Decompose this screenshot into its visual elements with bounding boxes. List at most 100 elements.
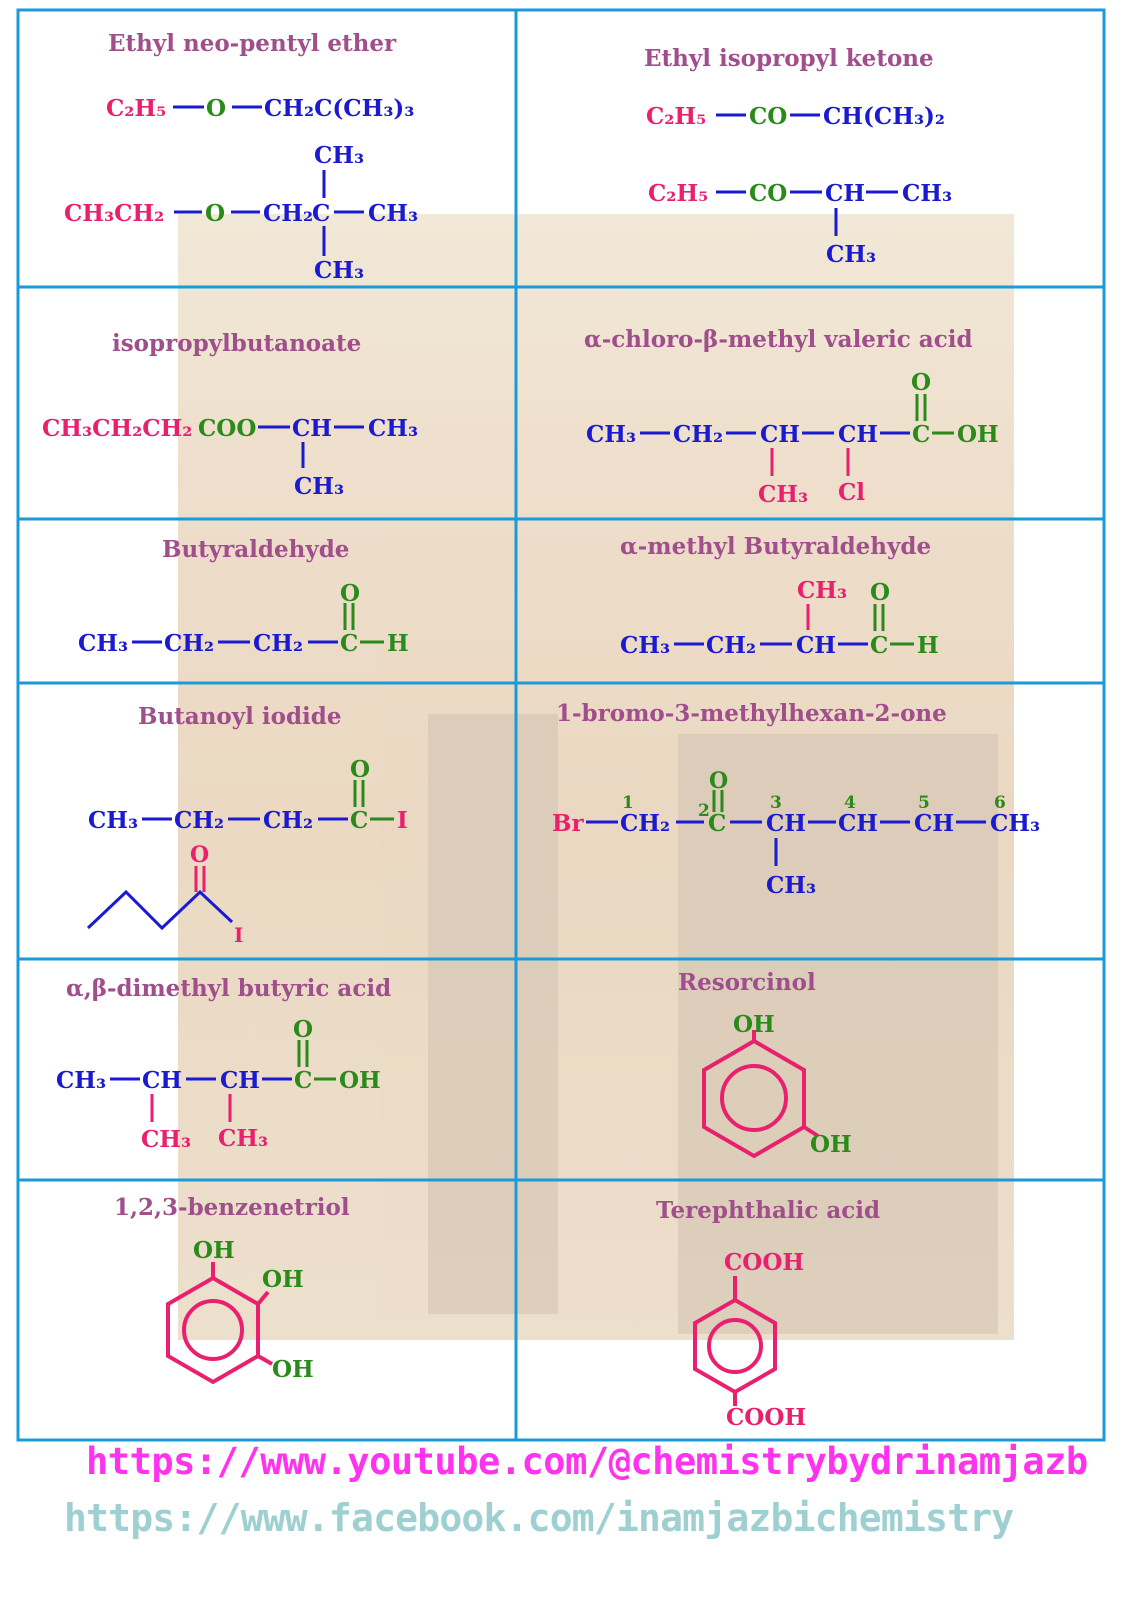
atom-oh: OH bbox=[810, 1131, 852, 1158]
atom-ch3-bottom: CH₃ bbox=[314, 257, 364, 284]
atom-ch: CH bbox=[760, 421, 800, 448]
atom-o: O bbox=[293, 1016, 313, 1043]
structure-resorcinol: OH OH bbox=[702, 1011, 852, 1159]
youtube-link[interactable]: https://www.youtube.com/@chemistrybydrin… bbox=[86, 1440, 1088, 1483]
structure-ethyl-isopropyl-ketone: C₂H₅ CO CH(CH₃)₂ C₂H₅ CO CH CH₃ CH₃ bbox=[646, 103, 952, 268]
group-c2h5: C₂H₅ bbox=[648, 180, 708, 207]
atom-h: H bbox=[387, 630, 409, 657]
atom-o: O bbox=[870, 579, 890, 606]
atom-ch3: CH₃ bbox=[586, 421, 636, 448]
group-chch32: CH(CH₃)₂ bbox=[823, 103, 945, 130]
atom-oh: OH bbox=[733, 1011, 775, 1038]
atom-br: Br bbox=[552, 810, 584, 837]
atom-ch3-branch: CH₃ bbox=[797, 577, 847, 604]
atom-ch3-branch: CH₃ bbox=[758, 481, 808, 508]
group-ch3ch2ch2: CH₃CH₂CH₂ bbox=[42, 415, 192, 442]
bond bbox=[257, 1354, 273, 1366]
group-co: CO bbox=[749, 103, 787, 130]
group-cooh-bottom: COOH bbox=[726, 1404, 806, 1431]
atom-c: C bbox=[340, 630, 358, 657]
title-ethyl-isopropyl-ketone: Ethyl isopropyl ketone bbox=[644, 45, 934, 72]
structure-dimethyl-butyric-acid: CH₃ CH CH C OH O CH₃ CH₃ bbox=[56, 1016, 381, 1153]
grid-border bbox=[16, 8, 1106, 1442]
group-co: CO bbox=[749, 180, 787, 207]
atom-ch3: CH₃ bbox=[990, 810, 1040, 837]
atom-ch3-branch: CH₃ bbox=[766, 872, 816, 899]
atom-oh: OH bbox=[262, 1266, 304, 1293]
atom-o: O bbox=[911, 369, 931, 396]
atom-c: C bbox=[912, 421, 930, 448]
locant-2: 2 bbox=[698, 801, 710, 821]
atom-ch: CH bbox=[825, 180, 865, 207]
atom-ch3-top: CH₃ bbox=[314, 142, 364, 169]
bond bbox=[802, 1125, 820, 1138]
group-ch2cch33: CH₂C(CH₃)₃ bbox=[264, 95, 414, 122]
benzene-ring bbox=[702, 1038, 806, 1159]
group-c2h5: C₂H₅ bbox=[106, 95, 166, 122]
aromatic-circle bbox=[182, 1299, 244, 1361]
atom-ch: CH bbox=[220, 1067, 260, 1094]
structure-benzenetriol: OH OH OH bbox=[166, 1237, 314, 1385]
atom-ch2: CH₂ bbox=[164, 630, 214, 657]
atom-ch2: CH₂ bbox=[174, 807, 224, 834]
atom-o: O bbox=[350, 756, 370, 783]
atom-oh: OH bbox=[272, 1356, 314, 1383]
atom-o: O bbox=[340, 580, 360, 607]
atom-ch3: CH₃ bbox=[620, 632, 670, 659]
photo-shadow-right bbox=[678, 734, 998, 1334]
atom-ch3-branch: CH₃ bbox=[826, 241, 876, 268]
atom-o: O bbox=[709, 768, 728, 794]
atom-c: C bbox=[294, 1067, 312, 1094]
atom-ch3: CH₃ bbox=[56, 1067, 106, 1094]
structure-terephthalic-acid: COOH COOH bbox=[693, 1249, 806, 1431]
facebook-link[interactable]: https://www.facebook.com/inamjazbichemis… bbox=[64, 1496, 1014, 1540]
atom-ch3-right: CH₃ bbox=[368, 200, 418, 227]
atom-ch3: CH₃ bbox=[78, 630, 128, 657]
group-coo: COO bbox=[198, 415, 256, 442]
atom-ch: CH bbox=[838, 810, 878, 837]
atom-ch2: CH₂ bbox=[620, 810, 670, 837]
locant-1: 1 bbox=[622, 793, 634, 813]
atom-o: O bbox=[206, 95, 226, 122]
atom-oh: OH bbox=[957, 421, 999, 448]
atom-ch2: CH₂ bbox=[263, 200, 313, 227]
atom-ch3: CH₃ bbox=[368, 415, 418, 442]
atom-i: I bbox=[397, 807, 408, 834]
locant-5: 5 bbox=[918, 793, 930, 813]
atom-ch2: CH₂ bbox=[673, 421, 723, 448]
atom-ch3: CH₃ bbox=[902, 180, 952, 207]
title-dimethyl-butyric-acid: α,β-dimethyl butyric acid bbox=[66, 975, 392, 1002]
structure-isopropylbutanoate: CH₃CH₂CH₂ COO CH CH₃ CH₃ bbox=[42, 415, 418, 500]
title-bromo-methylhexanone: 1-bromo-3-methylhexan-2-one bbox=[556, 700, 947, 727]
locant-4: 4 bbox=[844, 793, 856, 813]
group-c2h5: C₂H₅ bbox=[646, 103, 706, 130]
atom-ch: CH bbox=[142, 1067, 182, 1094]
group-ch3ch2: CH₃CH₂ bbox=[64, 200, 164, 227]
atom-o: O bbox=[205, 200, 225, 227]
benzene-ring bbox=[166, 1275, 260, 1385]
group-cooh-top: COOH bbox=[724, 1249, 804, 1276]
atom-ch3: CH₃ bbox=[88, 807, 138, 834]
structure-butyraldehyde: CH₃ CH₂ CH₂ C H O bbox=[78, 580, 409, 657]
aromatic-circle bbox=[707, 1318, 763, 1374]
atom-ch2: CH₂ bbox=[706, 632, 756, 659]
title-ethyl-neopentyl-ether: Ethyl neo-pentyl ether bbox=[108, 30, 397, 57]
atom-c: C bbox=[312, 200, 330, 227]
atom-c: C bbox=[708, 810, 726, 837]
atom-cl: Cl bbox=[838, 479, 865, 506]
atom-ch3-branch: CH₃ bbox=[294, 473, 344, 500]
title-butanoyl-iodide: Butanoyl iodide bbox=[138, 703, 342, 730]
atom-i: I bbox=[234, 923, 243, 947]
title-butyraldehyde: Butyraldehyde bbox=[162, 536, 350, 563]
title-chloro-methyl-valeric-acid: α-chloro-β-methyl valeric acid bbox=[584, 326, 973, 353]
atom-h: H bbox=[917, 632, 939, 659]
atom-ch3-branch: CH₃ bbox=[218, 1125, 268, 1152]
atom-oh: OH bbox=[193, 1237, 235, 1264]
background-photo bbox=[178, 214, 1014, 1340]
title-terephthalic-acid: Terephthalic acid bbox=[656, 1197, 881, 1224]
photo-shadow-left bbox=[428, 714, 558, 1314]
locant-3: 3 bbox=[770, 793, 782, 813]
title-isopropylbutanoate: isopropylbutanoate bbox=[112, 330, 362, 357]
atom-ch2: CH₂ bbox=[253, 630, 303, 657]
